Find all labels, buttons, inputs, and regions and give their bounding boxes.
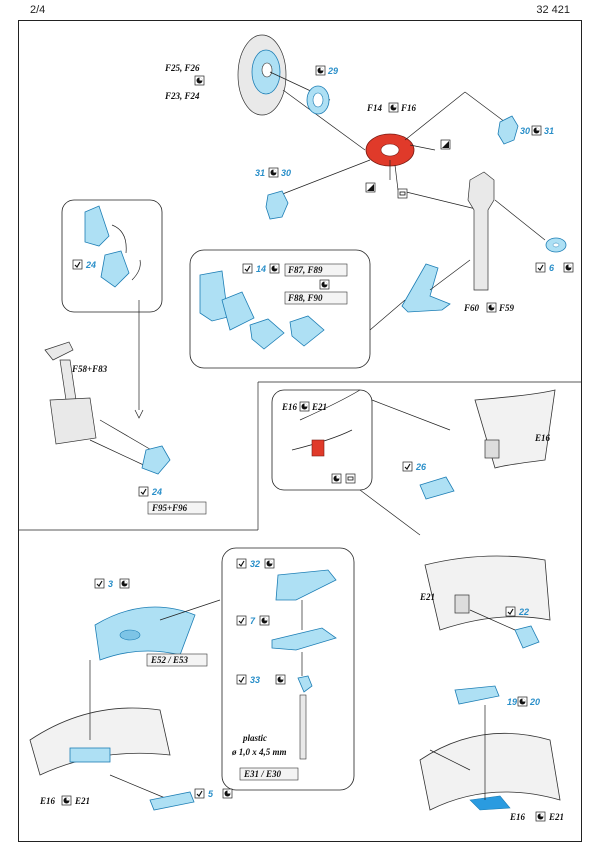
bend-icon: [269, 263, 280, 274]
bend-icon: [299, 401, 310, 412]
label-part-32: 32: [250, 559, 260, 569]
label-e21-bottom-left: E21: [74, 796, 90, 806]
fuselage-section-e21: [424, 555, 551, 649]
tick-icon: [138, 486, 149, 497]
product-code: 32 421: [536, 4, 570, 16]
brake-disc-red: [365, 133, 415, 167]
cowling-assembly: [29, 599, 221, 811]
label-e16-right: E16: [534, 433, 551, 443]
label-e31-e30: E31 / E30: [243, 769, 282, 779]
tick-icon: [402, 461, 413, 472]
bend-icon: [259, 615, 270, 626]
label-e52-e53: E52 / E53: [150, 655, 189, 665]
bend-icon: [319, 279, 330, 290]
label-f59: F59: [498, 303, 515, 313]
part-31-30-bracket-left: [265, 190, 289, 220]
label-part-24-lower: 24: [151, 487, 162, 497]
label-e16-bottom-right: E16: [509, 812, 526, 822]
label-f87-f89: F87, F89: [287, 265, 323, 275]
tick-icon: [535, 262, 546, 273]
bend-icon: [535, 811, 546, 822]
tick-icon: [236, 558, 247, 569]
label-e16-bottom-left: E16: [39, 796, 56, 806]
label-e21-mid: E21: [419, 592, 435, 602]
tick-icon: [194, 788, 205, 799]
bend-icon: [531, 125, 542, 136]
bend-icon: [563, 262, 574, 273]
detail-box-14: [189, 249, 406, 369]
part-30-31-bracket-right: [497, 115, 519, 145]
bend-icon: [194, 75, 205, 86]
label-e21-top: E21: [311, 402, 327, 412]
label-part-26: 26: [415, 462, 427, 472]
main-gear-leg: [44, 300, 171, 475]
label-f23-f24: F23, F24: [164, 91, 200, 101]
label-part-24-upper: 24: [85, 260, 96, 270]
label-part-33: 33: [250, 675, 260, 685]
label-plastic: plastic: [242, 733, 267, 743]
bend-icon: [268, 167, 279, 178]
page-frame: [18, 20, 582, 842]
label-f88-f90: F88, F90: [287, 293, 323, 303]
label-part-29: 29: [327, 66, 338, 76]
tick-icon: [94, 578, 105, 589]
detail-box-24-upper: [61, 199, 163, 313]
tick-icon: [236, 615, 247, 626]
tick-icon: [72, 259, 83, 270]
part-6-washer: [545, 237, 567, 253]
label-part-31-top: 31: [544, 126, 554, 136]
label-part-31-left: 31: [255, 168, 265, 178]
part-14-foot-bracket: [401, 263, 451, 313]
bend-icon: [388, 102, 399, 113]
landing-gear-strut: [467, 171, 546, 291]
label-part-6: 6: [549, 263, 555, 273]
label-f16: F16: [400, 103, 417, 113]
bend-icon: [119, 578, 130, 589]
bend-icon: [275, 674, 286, 685]
part-29-hub-ring: [306, 85, 330, 115]
bend-icon: [486, 302, 497, 313]
bend-icon: [222, 788, 233, 799]
label-f14: F14: [366, 103, 383, 113]
tick-icon: [242, 263, 253, 274]
fuselage-section-e16: [271, 389, 556, 536]
label-f25-f26: F25, F26: [164, 63, 200, 73]
tick-icon: [505, 606, 516, 617]
section-dividers: [18, 381, 582, 531]
cowling-e16-e21: [419, 685, 561, 811]
remove-icon: [397, 188, 408, 199]
label-part-5: 5: [208, 789, 214, 799]
label-part-14: 14: [256, 264, 266, 274]
page-number: 2/4: [30, 4, 46, 16]
label-e16-top: E16: [281, 402, 298, 412]
label-part-19: 19: [507, 697, 517, 707]
tag-boxes: [146, 263, 348, 781]
label-f58-f83: F58+F83: [71, 364, 108, 374]
label-part-30-top: 30: [520, 126, 530, 136]
paint-icon: [440, 139, 451, 150]
bend-icon: [315, 65, 326, 76]
label-plastic-dimension: ø 1,0 x 4,5 mm: [231, 747, 287, 757]
bend-icon: [264, 558, 275, 569]
label-f95-f96: F95+F96: [151, 503, 188, 513]
label-part-22: 22: [518, 607, 529, 617]
wheel-assembly: [237, 34, 567, 313]
label-part-20: 20: [529, 697, 540, 707]
label-f60: F60: [463, 303, 480, 313]
wheel-tire: [237, 34, 287, 116]
label-e21-bottom-right: E21: [548, 812, 564, 822]
label-part-7: 7: [250, 616, 256, 626]
bend-icon: [517, 696, 528, 707]
paint-icon: [365, 182, 376, 193]
label-part-3: 3: [108, 579, 113, 589]
bend-icon: [331, 473, 342, 484]
detail-box-32-7-33: [221, 547, 355, 791]
tick-icon: [236, 674, 247, 685]
bend-icon: [61, 795, 72, 806]
remove-icon: [345, 473, 356, 484]
label-part-30-left: 30: [281, 168, 291, 178]
